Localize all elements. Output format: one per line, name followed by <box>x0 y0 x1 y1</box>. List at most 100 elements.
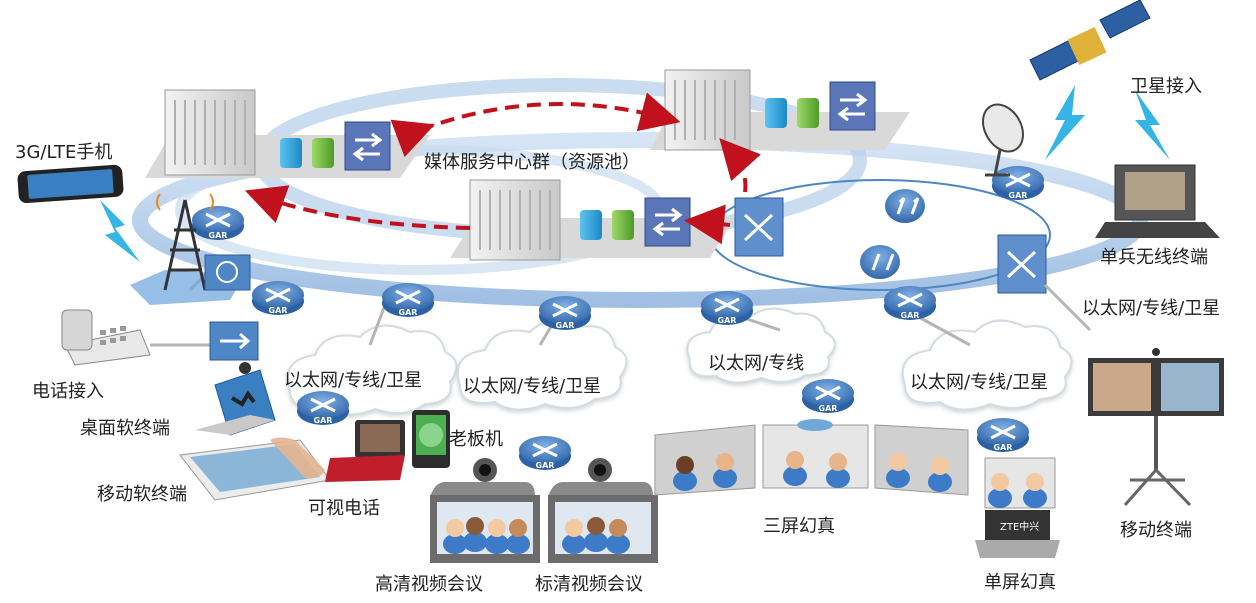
boss-phone-icon <box>412 410 450 468</box>
satellite-icon <box>1029 0 1151 81</box>
label-sd-conf: 标清视频会议 <box>535 574 643 595</box>
gateway-icon-upper <box>885 189 925 223</box>
participants <box>443 451 1047 554</box>
participant-body <box>463 532 487 552</box>
radio-gateway-icon <box>204 254 251 291</box>
satellite-dish-icon <box>982 103 1024 177</box>
server-platform-center <box>450 179 735 261</box>
gar-router-label: GAR <box>718 316 737 325</box>
resource-pool-title: 媒体服务中心群（资源池） <box>424 152 640 173</box>
server-platform-right <box>650 69 910 151</box>
participant-body <box>506 534 530 554</box>
participant-body <box>783 466 807 486</box>
participant-body <box>713 468 737 488</box>
participant-body <box>886 468 910 488</box>
participant-body <box>443 534 467 554</box>
gar-router-icon: GAR <box>539 296 591 330</box>
participant-body <box>485 534 509 554</box>
gar-router-label: GAR <box>1009 191 1028 200</box>
laptop-icon <box>195 362 276 436</box>
participant-head <box>565 519 583 537</box>
label-hd-conf: 高清视频会议 <box>375 574 483 595</box>
participant-head <box>587 517 605 535</box>
label-mobile-terminal: 移动终端 <box>1120 520 1192 541</box>
gar-router-label: GAR <box>556 321 575 330</box>
cloud-2 <box>456 319 628 411</box>
cloud-4 <box>901 319 1073 411</box>
label-single-screen: 单屏幻真 <box>984 572 1056 593</box>
core-switch-icon <box>734 197 784 257</box>
gar-router-icon: GAR <box>192 206 244 240</box>
gar-router-icon: GAR <box>884 286 936 320</box>
cloud-label-3: 以太网/专线 <box>708 353 805 374</box>
label-desktop-soft: 桌面软终端 <box>80 418 170 439</box>
participant-body <box>826 468 850 488</box>
participant-body <box>1023 488 1047 508</box>
label-satellite: 卫星接入 <box>1130 76 1202 97</box>
participant-body <box>562 534 586 554</box>
label-mobile-soft: 移动软终端 <box>97 484 187 505</box>
desk-phone-icon <box>61 309 151 366</box>
gar-router-label: GAR <box>901 311 920 320</box>
cloud-label-1: 以太网/专线/卫星 <box>284 370 423 391</box>
participant-body <box>988 488 1012 508</box>
gar-router-icon: GAR <box>701 291 753 325</box>
video-phone-icon <box>325 420 405 482</box>
wireless-link-icon <box>100 85 1170 262</box>
gar-router-icon: GAR <box>977 418 1029 452</box>
single-screen-telepresence-icon: ZTE中兴 <box>975 457 1060 558</box>
gar-router-icon: GAR <box>992 166 1044 200</box>
gar-router-label: GAR <box>819 404 838 413</box>
gar-router-label: GAR <box>209 231 228 240</box>
label-3g-phone: 3G/LTE手机 <box>15 142 113 163</box>
participant-body <box>584 532 608 552</box>
label-right-network: 以太网/专线/卫星 <box>1082 298 1221 319</box>
label-video-phone: 可视电话 <box>308 498 380 519</box>
participant-head <box>466 517 484 535</box>
triple-screen-telepresence-icon <box>654 419 969 496</box>
server-platform-left <box>145 89 430 178</box>
smartphone-icon <box>17 164 124 204</box>
label-boss: 老板机 <box>449 429 503 450</box>
gar-router-label: GAR <box>399 308 418 317</box>
soldier-terminal-icon <box>1095 164 1220 238</box>
gar-router-label: GAR <box>269 306 288 315</box>
participant-head <box>931 457 949 475</box>
participant-head <box>509 519 527 537</box>
resource-pool-arrows <box>244 92 761 245</box>
participant-head <box>991 473 1009 491</box>
tablet-icon <box>179 437 331 501</box>
gar-routers: GAR GAR GAR GAR GAR GAR GAR GAR GAR GAR GAR <box>192 166 1044 470</box>
gateway-icon-lower <box>860 245 900 279</box>
participant-head <box>1026 473 1044 491</box>
label-telephone: 电话接入 <box>32 381 104 402</box>
participant-head <box>889 453 907 471</box>
label-triple-screen: 三屏幻真 <box>763 516 835 537</box>
participant-head <box>829 453 847 471</box>
participant-head <box>488 519 506 537</box>
gar-router-label: GAR <box>536 461 555 470</box>
gar-router-label: GAR <box>994 443 1013 452</box>
participant-body <box>606 534 630 554</box>
participant-body <box>928 472 952 492</box>
gar-router-icon: GAR <box>382 283 434 317</box>
mobile-terminal-icon <box>1088 348 1224 507</box>
participant-body <box>673 471 697 491</box>
cloud-label-2: 以太网/专线/卫星 <box>463 376 602 397</box>
brand-mark: ZTE中兴 <box>1000 520 1039 533</box>
gar-router-icon: GAR <box>519 436 571 470</box>
edge-switch-icon <box>997 234 1047 294</box>
participant-head <box>446 519 464 537</box>
participant-head <box>786 451 804 469</box>
participant-head <box>609 519 627 537</box>
participant-head <box>716 453 734 471</box>
gar-router-icon: GAR <box>297 391 349 425</box>
gar-router-icon: GAR <box>252 281 304 315</box>
cloud-label-4: 以太网/专线/卫星 <box>910 372 1049 393</box>
participant-head <box>676 456 694 474</box>
gar-router-icon: GAR <box>802 379 854 413</box>
label-soldier: 单兵无线终端 <box>1100 247 1208 268</box>
gar-router-label: GAR <box>314 416 333 425</box>
voice-gateway-icon <box>209 321 259 361</box>
